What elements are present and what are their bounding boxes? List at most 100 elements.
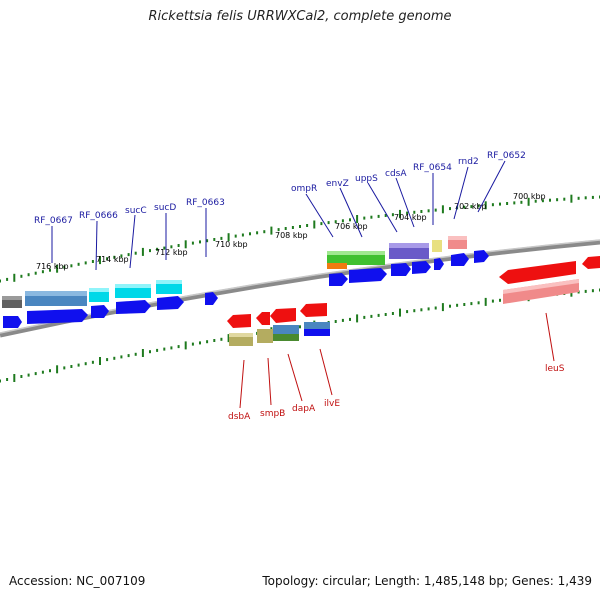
- major-tick: [99, 256, 101, 265]
- reverse-leaders: [239, 312, 555, 409]
- minor-tick: [91, 360, 94, 364]
- gene-arrow[interactable]: [227, 314, 251, 328]
- minor-tick: [556, 198, 559, 202]
- minor-tick: [256, 231, 259, 235]
- minor-tick: [6, 378, 9, 381]
- minor-tick: [49, 369, 51, 373]
- minor-tick: [341, 219, 344, 223]
- minor-tick: [199, 240, 201, 244]
- gene-arrow[interactable]: [474, 250, 489, 263]
- minor-tick: [120, 355, 123, 359]
- gene-label[interactable]: uppS: [355, 174, 378, 184]
- gene-arrow[interactable]: [27, 309, 88, 324]
- kbp-label: 710 kbp: [215, 240, 248, 249]
- gene-arrow[interactable]: [412, 261, 431, 274]
- gene-arrow[interactable]: [349, 268, 387, 283]
- minor-tick: [120, 254, 123, 258]
- minor-tick: [449, 304, 451, 308]
- major-tick: [56, 365, 59, 374]
- gene-arrow[interactable]: [3, 316, 22, 328]
- gene-arrow[interactable]: [205, 292, 218, 305]
- major-tick: [184, 341, 187, 350]
- kbp-label: 702 kbp: [454, 202, 487, 211]
- cds-bar[interactable]: [273, 325, 299, 335]
- minor-tick: [84, 261, 87, 265]
- forward-labels: RF_0667 RF_0666 sucC sucD RF_0663 ompR e…: [34, 151, 526, 226]
- gene-label[interactable]: sucC: [125, 206, 147, 216]
- minor-tick: [491, 299, 494, 303]
- minor-tick: [420, 210, 423, 213]
- gene-arrow[interactable]: [116, 300, 151, 314]
- gene-arrow[interactable]: [451, 253, 469, 266]
- major-tick: [441, 303, 444, 312]
- minor-tick: [191, 241, 194, 245]
- gene-arrow[interactable]: [434, 258, 444, 270]
- gene-arrow[interactable]: [270, 308, 296, 323]
- minor-tick: [363, 315, 366, 319]
- minor-tick: [477, 301, 480, 305]
- genome-backbone-highlight: [0, 239, 600, 334]
- gene-arrow[interactable]: [256, 312, 270, 325]
- minor-tick: [306, 224, 309, 227]
- cds-bar[interactable]: [432, 240, 442, 252]
- gene-arrow[interactable]: [157, 296, 184, 310]
- gene-arrow[interactable]: [91, 305, 109, 318]
- minor-tick: [341, 318, 344, 322]
- cds-bar[interactable]: [304, 322, 330, 330]
- minor-tick: [534, 199, 537, 203]
- gene-arrow[interactable]: [499, 261, 576, 284]
- gene-label[interactable]: RF_0666: [79, 211, 118, 221]
- gene-label[interactable]: sucD: [154, 203, 176, 213]
- accession-label: Accession: NC_007109: [9, 574, 146, 588]
- minor-tick: [41, 270, 44, 274]
- gene-label[interactable]: RF_0667: [34, 216, 73, 226]
- minor-tick: [106, 358, 109, 362]
- gene-label[interactable]: smpB: [260, 409, 285, 419]
- gene-label[interactable]: dapA: [292, 404, 316, 414]
- gene-label[interactable]: ompR: [291, 184, 317, 194]
- gene-label[interactable]: envZ: [326, 179, 349, 189]
- cds-bar[interactable]: [304, 329, 330, 336]
- minor-tick: [234, 234, 237, 238]
- minor-tick: [177, 345, 180, 349]
- gene-label[interactable]: cdsA: [385, 169, 407, 179]
- map-title: Rickettsia felis URRWXCal2, complete gen…: [148, 9, 452, 24]
- gene-arrow[interactable]: [300, 303, 327, 317]
- cds-bar[interactable]: [257, 329, 273, 343]
- minor-tick: [477, 204, 480, 208]
- minor-tick: [299, 225, 301, 228]
- gene-label[interactable]: ilvE: [324, 399, 340, 409]
- gene-arrow[interactable]: [582, 256, 600, 269]
- gene-label[interactable]: dsbA: [228, 412, 251, 422]
- major-tick: [399, 308, 401, 317]
- gene-label[interactable]: RF_0654: [413, 163, 452, 173]
- gene-arrow[interactable]: [391, 263, 411, 276]
- major-tick: [313, 220, 316, 229]
- minor-tick: [127, 354, 130, 358]
- minor-tick: [584, 289, 587, 293]
- minor-tick: [520, 200, 523, 204]
- forward-cds-row: [2, 236, 467, 308]
- major-tick: [141, 247, 144, 256]
- minor-tick: [506, 202, 509, 205]
- minor-tick: [113, 356, 116, 360]
- minor-tick: [220, 337, 223, 341]
- minor-tick: [213, 339, 216, 342]
- minor-tick: [63, 265, 66, 269]
- gene-label[interactable]: rnd2: [458, 157, 479, 167]
- cds-bar[interactable]: [327, 263, 347, 269]
- gene-label[interactable]: RF_0652: [487, 151, 526, 161]
- minor-tick: [584, 196, 587, 200]
- minor-tick: [199, 341, 201, 345]
- minor-tick: [470, 205, 473, 209]
- minor-tick: [77, 363, 80, 367]
- minor-tick: [249, 232, 251, 236]
- minor-tick: [499, 202, 501, 206]
- major-tick: [99, 357, 101, 365]
- minor-tick: [491, 203, 494, 207]
- cds-bar[interactable]: [273, 334, 299, 341]
- gene-label[interactable]: leuS: [545, 364, 565, 374]
- gene-label[interactable]: RF_0663: [186, 198, 225, 208]
- gene-arrow[interactable]: [329, 273, 348, 286]
- major-tick: [13, 374, 16, 382]
